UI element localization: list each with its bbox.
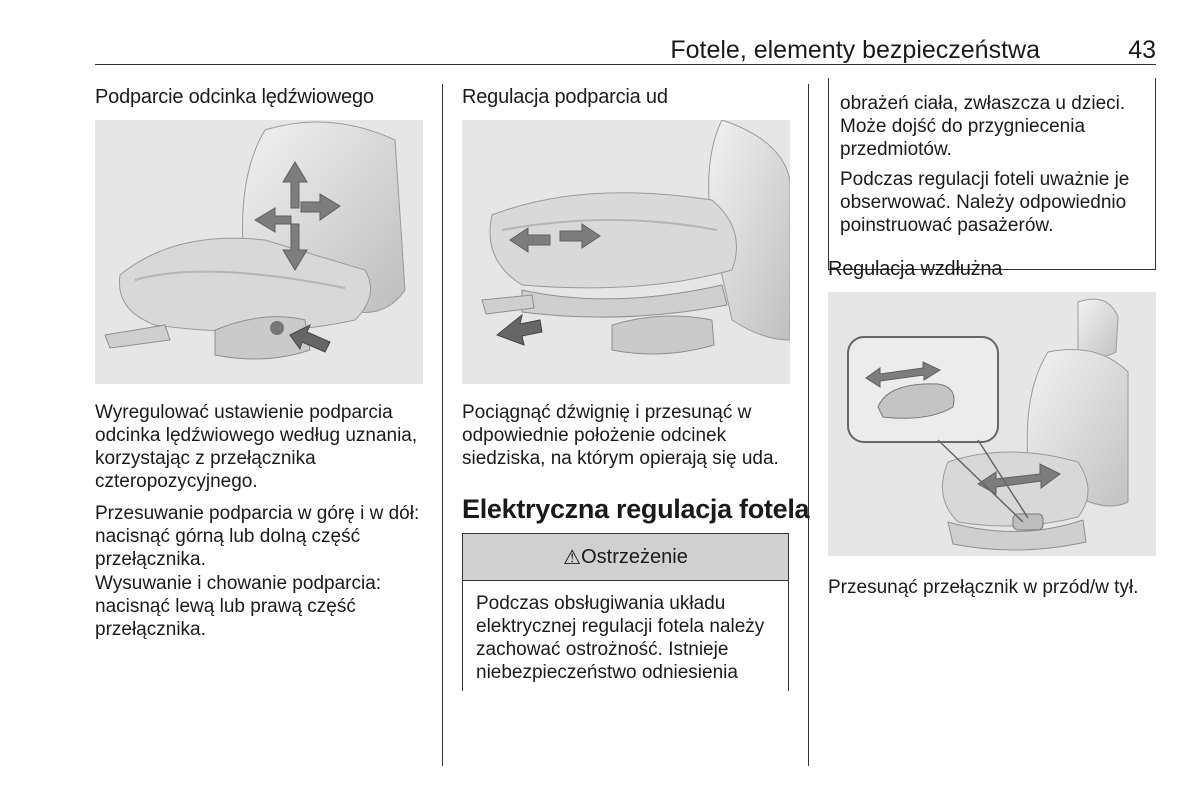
header-rule [95, 64, 1156, 65]
heading-lumbar-support: Podparcie odcinka lędźwiowego [95, 86, 374, 108]
paragraph-lumbar-2: Przesuwanie podparcia w górę i w dół: na… [95, 503, 420, 570]
warning-icon: ⚠ [563, 546, 582, 569]
paragraph-longitudinal: Przesunąć przełącznik w przód/w tył. [828, 577, 1139, 598]
heading-thigh-support: Regulacja podparcia ud [462, 86, 668, 108]
warning-text: Podczas obsługiwania układu elektrycznej… [476, 593, 765, 683]
paragraph-lumbar-3: Wysuwanie i chowanie podparcia: nacisnąć… [95, 573, 382, 640]
column-divider [808, 84, 809, 766]
heading-electric-seat: Elektryczna regulacja fotela [462, 494, 810, 524]
warning-continuation-1: obrażeń ciała, zwłaszcza u dzieci. Może … [840, 93, 1126, 160]
thigh-support-illustration [462, 120, 790, 384]
warning-continuation-box [828, 78, 1156, 270]
page-number: 43 [1128, 36, 1156, 64]
section-title: Fotele, elementy bezpieczeństwa [670, 36, 1040, 64]
paragraph-lumbar-1: Wyregulować ustawienie podparcia odcinka… [95, 402, 418, 492]
lumbar-support-illustration [95, 120, 423, 384]
longitudinal-adjust-illustration [828, 292, 1156, 556]
warning-header: ⚠Ostrzeżenie [462, 533, 789, 581]
paragraph-thigh: Pociągnąć dźwignię i przesunąć w odpowie… [462, 402, 779, 469]
column-divider [442, 84, 443, 766]
warning-box [462, 581, 789, 691]
warning-continuation-2: Podczas regulacji foteli uważnie je obse… [840, 169, 1130, 236]
warning-title: Ostrzeżenie [581, 545, 688, 568]
heading-longitudinal: Regulacja wzdłużna [828, 258, 1003, 280]
